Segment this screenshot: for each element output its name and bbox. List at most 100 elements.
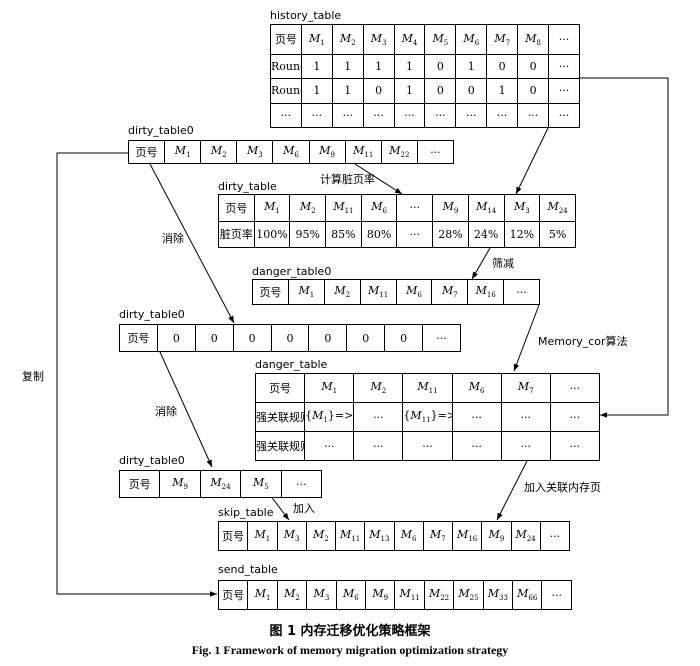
table-cell: ··· [396,194,434,222]
table-cell: ··· [362,102,395,129]
annotation-copy: 复制 [22,370,44,383]
table-cell: ··· [422,324,461,352]
row-header-cell: 页号 [218,194,255,222]
row-header-cell: 页号 [217,580,249,610]
table-cell: M6 [455,24,488,55]
table-cell: 24% [467,220,505,248]
table-cell: M9 [432,194,469,222]
history-table: 页号M1M2M3M4M5M6M7M8···Round111110100···Ro… [270,24,580,129]
table-cell: ··· [486,102,519,129]
table-cell: M24 [199,470,242,498]
table-cell: M6 [272,140,310,164]
row-header-cell: 强关联规则 [254,431,306,461]
row-header-cell: 页号 [118,470,161,498]
table-cell: ··· [396,220,434,248]
row-header-cell: ··· [270,102,302,129]
table-cell: M9 [308,140,346,164]
table-cell: M11 [344,140,382,164]
table-cell: ··· [416,140,455,164]
table-cell: M6 [451,373,502,403]
row-header-cell: Round2 [270,78,302,104]
table-cell: ··· [500,402,551,432]
table-cell: M1 [164,140,202,164]
arrow-clear-first [149,163,235,324]
table-cell: ··· [549,373,601,403]
table-cell: 1 [362,53,395,80]
table-cell: M22 [423,580,455,610]
table-cell: M5 [240,470,282,498]
table-cell: M1 [247,580,278,610]
row-header-cell: 强关联规则 [254,402,306,432]
table-cell: 0 [517,53,550,80]
row-header-cell: 页号 [119,324,158,352]
send-table-label: send_table [218,563,278,576]
table-cell: M11 [359,279,397,305]
table-cell: M3 [503,194,541,222]
table-cell: ··· [451,402,502,432]
table-cell: 1 [331,78,364,104]
table-cell: M4 [393,24,426,55]
table-cell: 1 [300,78,333,104]
table-cell: ··· [548,53,580,80]
row-header-cell: 页号 [127,140,166,164]
table-cell: 95% [289,220,327,248]
table-row: Round111110100··· [270,53,580,80]
table-cell: ··· [280,470,323,498]
table-cell: 0 [308,324,348,352]
danger-table-label: danger_table [255,358,328,371]
table-cell: ··· [451,431,502,461]
table-cell: M25 [453,580,484,610]
table-cell: M2 [323,279,361,305]
table-cell: M22 [380,140,418,164]
annotation-filter: 筛减 [492,257,514,270]
table-cell: 1 [455,53,488,80]
table-cell: M7 [486,24,519,55]
table-cell: M7 [422,521,454,551]
table-cell: ··· [548,24,580,55]
row-header-cell: Round1 [270,53,302,80]
table-cell: M2 [289,194,327,222]
dirty-table0-c-label: dirty_table0 [119,454,185,467]
arrow-history-to-dirty [515,127,549,195]
table-cell: ··· [304,431,355,461]
arrow-add [269,494,290,521]
table-cell: ··· [353,402,404,432]
table-cell: M24 [539,194,576,222]
table-cell: {M1}=>{M3} [304,402,355,432]
table-cell: ··· [424,102,457,129]
table-cell: 0 [270,324,310,352]
row-header-cell: 页号 [270,24,302,55]
table-cell: M1 [253,194,291,222]
table-cell: M13 [364,521,395,551]
row-header-cell: 页号 [252,279,289,305]
table-row: ······························ [270,102,580,129]
arrow-dirty-to-danger0 [471,247,491,280]
table-cell: 0 [424,78,457,104]
arrow-copy [56,152,217,597]
table-cell: M1 [304,373,355,403]
table-cell: M6 [395,279,433,305]
annotation-calc-dirty-rate: 计算脏页率 [320,173,375,186]
table-cell: M3 [306,580,337,610]
arrow-history-to-danger [580,77,669,418]
table-cell: ··· [549,431,601,461]
table-cell: M9 [365,580,396,610]
table-cell: 0 [384,324,423,352]
table-cell: 5% [539,220,576,248]
annotation-clear-1: 消除 [162,232,184,245]
table-cell: ··· [503,279,540,305]
annotation-memory-cor: Memory_cor算法 [538,335,628,348]
table-cell: M11 [402,373,453,403]
history-table-label: history_table [270,9,342,22]
